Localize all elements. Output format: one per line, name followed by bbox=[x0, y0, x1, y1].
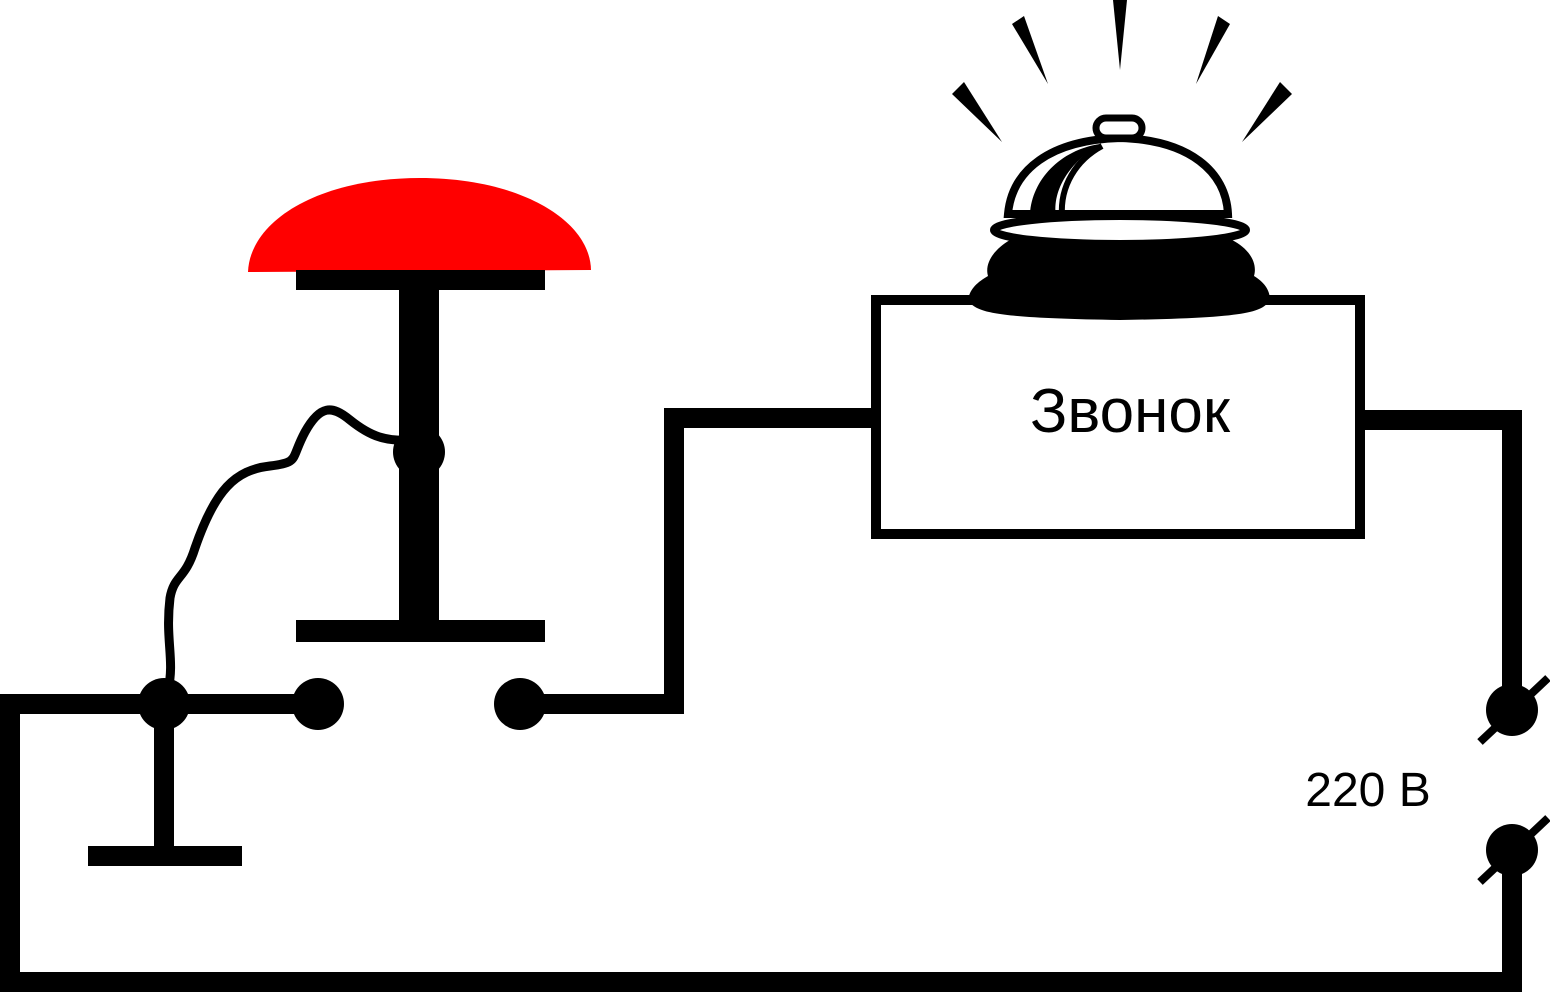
button-cap bbox=[248, 178, 591, 272]
dome-shine bbox=[1030, 144, 1100, 216]
button-top-plate bbox=[296, 270, 545, 290]
bell-knob bbox=[1092, 114, 1146, 142]
power-terminal-bottom bbox=[1477, 815, 1550, 885]
power-terminal-top bbox=[1477, 675, 1550, 745]
bell-label: Звонок bbox=[1030, 377, 1231, 446]
button-contact-bar bbox=[296, 620, 545, 642]
service-bell-icon bbox=[952, 0, 1292, 320]
return-wire bbox=[0, 694, 1522, 992]
bell-box bbox=[871, 295, 1365, 539]
junction-node bbox=[138, 678, 190, 730]
right-contact bbox=[494, 678, 546, 730]
ground-bar bbox=[88, 846, 242, 866]
bell-base bbox=[968, 240, 1270, 320]
flex-wire bbox=[163, 405, 420, 695]
ring-rays bbox=[952, 0, 1292, 142]
voltage-label: 220 В bbox=[1305, 764, 1430, 817]
left-contact bbox=[292, 678, 344, 730]
button-to-bell-wire bbox=[520, 408, 876, 714]
stem-pivot bbox=[393, 426, 445, 478]
push-button-icon bbox=[248, 178, 591, 642]
bell-to-terminal-wire bbox=[1360, 410, 1522, 710]
bell-rim bbox=[990, 212, 1250, 248]
